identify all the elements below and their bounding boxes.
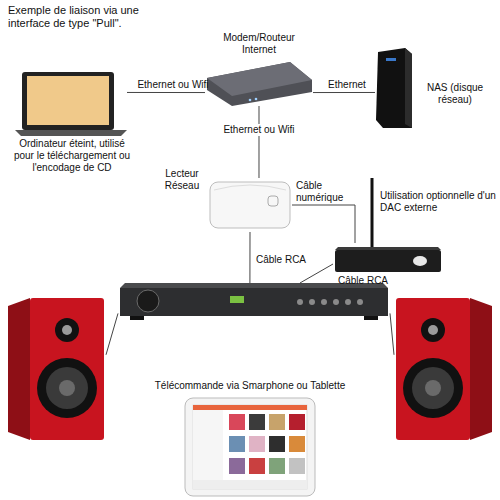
amp-button xyxy=(345,299,351,305)
modem-light xyxy=(255,98,258,101)
speaker-front xyxy=(396,298,470,440)
amp-body xyxy=(120,288,388,316)
speaker-cone xyxy=(412,367,454,409)
speaker-woofer xyxy=(403,358,463,418)
cable-line xyxy=(390,313,394,354)
amplifier xyxy=(118,283,390,321)
laptop-base xyxy=(15,130,127,136)
nas-drive: NAS (disque réseau) xyxy=(375,48,413,128)
cable-line xyxy=(106,313,118,354)
cable-label: Câble RCA xyxy=(256,254,316,266)
speaker-dustcap xyxy=(59,380,75,396)
speaker-side xyxy=(470,298,492,440)
cable-label: Ethernet ou Wifi xyxy=(219,124,299,136)
device-label: NAS (disque réseau) xyxy=(419,82,491,106)
album-cover xyxy=(289,436,305,452)
cable-line xyxy=(300,264,333,283)
device-label: Ordinateur éteint, utilisé pour le téléc… xyxy=(11,138,133,173)
album-cover xyxy=(249,458,265,474)
amp-button xyxy=(297,299,303,305)
modem-top xyxy=(207,62,312,96)
cable-line xyxy=(313,92,375,93)
cable-line xyxy=(127,92,205,93)
device-label: Modem/Routeur Internet xyxy=(214,32,304,56)
album-cover xyxy=(229,414,245,430)
player-top-edge xyxy=(214,185,286,190)
amp-foot xyxy=(364,316,378,320)
device-label: Utilisation optionnelle d'un DAC externe xyxy=(380,190,498,214)
tablet-header xyxy=(193,405,307,410)
album-cover xyxy=(269,458,285,474)
speaker-cone xyxy=(46,367,88,409)
computer: Ordinateur éteint, utilisé pour le téléc… xyxy=(15,72,127,134)
tablet-frame xyxy=(185,398,315,496)
album-cover xyxy=(249,414,265,430)
player-box xyxy=(210,182,290,228)
laptop-screen xyxy=(27,76,109,125)
speaker-tweeter-dome xyxy=(428,325,438,335)
amp-display xyxy=(230,296,244,303)
album-cover xyxy=(269,414,285,430)
album-cover xyxy=(289,458,305,474)
amp-knob xyxy=(137,290,159,312)
amp-button xyxy=(333,299,339,305)
dac-button xyxy=(413,256,427,266)
album-cover xyxy=(229,458,245,474)
dac-antenna xyxy=(371,178,374,250)
device-label: Lecteur Réseau xyxy=(160,168,204,192)
speaker-dustcap xyxy=(425,380,441,396)
speaker xyxy=(8,298,106,440)
cable-line xyxy=(258,106,259,178)
speaker-woofer xyxy=(37,358,97,418)
diagram-title: Exemple de liaison via une interface de … xyxy=(8,4,156,30)
cable-line xyxy=(292,205,355,243)
speaker xyxy=(394,298,492,440)
modem-light xyxy=(249,99,252,102)
nas-tower xyxy=(376,48,412,128)
tablet-player-bar xyxy=(193,480,307,489)
speaker-tweeter xyxy=(55,318,79,342)
external-dac: Utilisation optionnelle d'un DAC externe xyxy=(333,243,443,273)
cable-label: Ethernet xyxy=(322,79,372,91)
speaker-side xyxy=(8,298,30,440)
cable-label: Câble RCA xyxy=(338,275,398,287)
speaker-tweeter xyxy=(421,318,445,342)
cable-line xyxy=(249,232,250,283)
speaker-tweeter-dome xyxy=(62,325,72,335)
album-cover xyxy=(249,436,265,452)
album-cover xyxy=(289,414,305,430)
tablet-screen xyxy=(193,405,307,489)
album-cover xyxy=(269,436,285,452)
speaker-front xyxy=(30,298,104,440)
amp-button xyxy=(321,299,327,305)
player-logo xyxy=(268,196,278,206)
laptop-lid xyxy=(22,72,114,130)
album-cover xyxy=(229,436,245,452)
device-label: Télécommande via Smarphone ou Tablette xyxy=(125,380,375,392)
amp-foot xyxy=(130,316,144,320)
nas-side xyxy=(405,48,412,128)
modem-body xyxy=(207,62,312,106)
router: Modem/Routeur Internet xyxy=(205,58,313,106)
amp-button xyxy=(357,299,363,305)
dac-top xyxy=(335,247,441,250)
tablet-remote: Télécommande via Smarphone ou Tablette xyxy=(185,398,315,496)
dac-box xyxy=(335,250,441,272)
network-player: Lecteur Réseau xyxy=(208,178,292,232)
cable-label: Câble numérique xyxy=(296,180,348,204)
tablet-sidebar xyxy=(193,410,223,489)
nas-logo xyxy=(386,58,396,61)
cable-label: Ethernet ou Wifi xyxy=(132,79,214,91)
amp-button xyxy=(309,299,315,305)
